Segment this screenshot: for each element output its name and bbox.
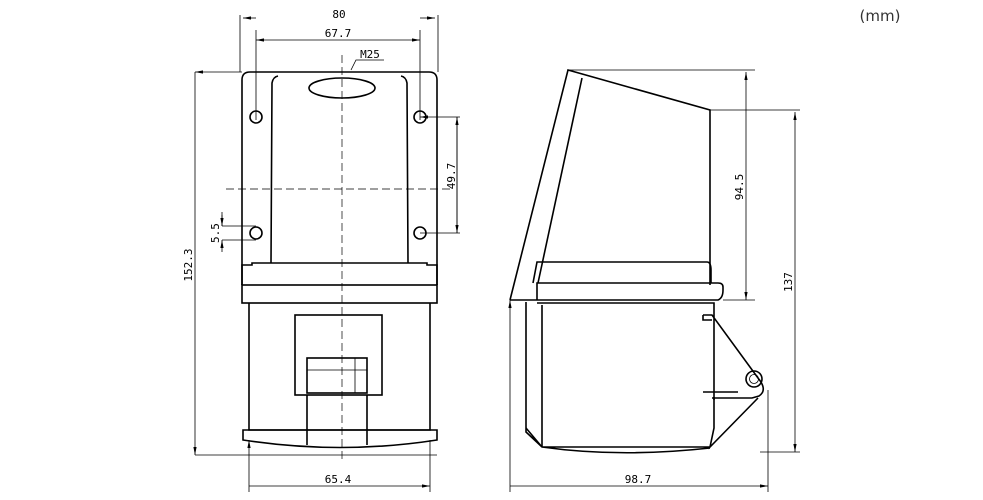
dim-hole-spacing-h: 67.7 [325,27,352,40]
dim-hole-spacing-v: 49.7 [445,163,458,190]
front-dimensions: 80 67.7 M25 49.7 5.5 152.3 65.4 [182,8,460,492]
mounting-hole [249,226,263,240]
dim-hole-diameter: 5.5 [209,223,222,243]
socket-cover [294,314,383,396]
housing-top [509,69,711,301]
side-dimensions: 94.5 137 98.7 [510,69,800,492]
dim-depth-overall: 98.7 [625,473,652,486]
flange [241,284,438,304]
dim-width-overall: 80 [332,8,345,21]
dim-height-overall: 152.3 [182,248,195,281]
dim-cable-entry: M25 [360,48,380,61]
side-view [509,69,765,454]
dim-mount-height: 137 [782,272,795,292]
socket-body [248,303,431,431]
mounting-plate [241,71,438,285]
unit-label: (mm) [860,7,901,25]
dim-base-width: 65.4 [325,473,352,486]
dim-top-height: 94.5 [733,174,746,201]
front-view [226,55,450,460]
